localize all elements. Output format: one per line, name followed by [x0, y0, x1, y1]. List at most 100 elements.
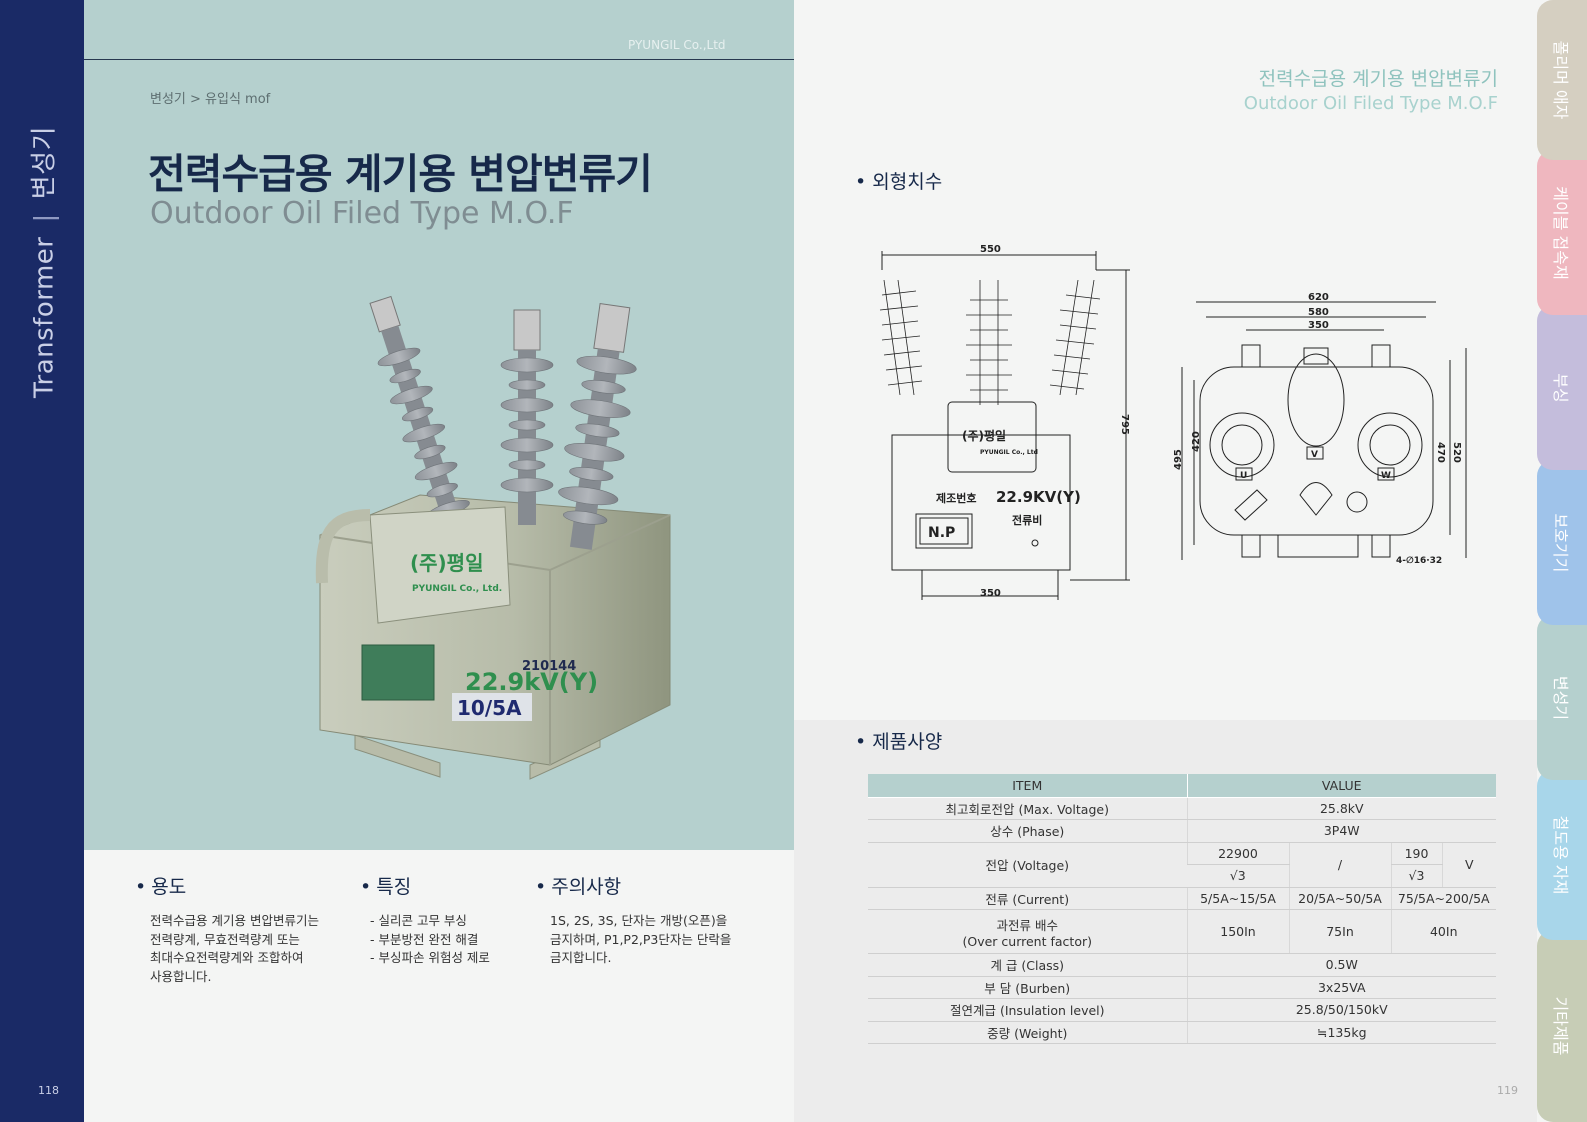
spec-voltage-unit: V: [1441, 842, 1496, 888]
spec-voltage-numerator2: 190: [1390, 842, 1442, 865]
bushing-left: [369, 295, 470, 550]
spec-header-value: VALUE: [1186, 774, 1496, 798]
dim-580: 580: [1308, 307, 1329, 318]
spec-value: 3P4W: [1186, 819, 1496, 843]
spec-item: 계 급 (Class): [868, 953, 1187, 977]
dim-620: 620: [1308, 292, 1329, 303]
spec-value: 75/5A~200/5A: [1390, 887, 1496, 910]
spec-value: 0.5W: [1186, 953, 1496, 977]
spec-item: 전압 (Voltage): [868, 842, 1187, 888]
spec-value: 25.8kV: [1186, 797, 1496, 820]
info-area: [84, 850, 794, 1122]
spine-title: Transformer | 변성기: [24, 126, 61, 398]
spec-item: 중량 (Weight): [868, 1021, 1187, 1044]
tab-railway[interactable]: 철도용 자재: [1537, 770, 1587, 940]
spine-title-en: Transformer: [29, 236, 60, 399]
front-view: 550 (주)평일 PYUNGIL Co., Ltd 제조번호 22.9KV(Y…: [879, 244, 1130, 600]
front-serial-label: 제조번호: [936, 491, 976, 505]
spec-header-item: ITEM: [868, 774, 1187, 798]
dim-470: 470: [1435, 442, 1446, 463]
features-heading: •특징: [360, 876, 412, 898]
top-u: U: [1240, 471, 1247, 481]
table-row: 부 담 (Burben) 3x25VA: [868, 976, 1496, 999]
page-title-en: Outdoor Oil Filed Type M.O.F: [150, 196, 574, 231]
spec-voltage-numerator: 22900: [1186, 842, 1289, 865]
breadcrumb: 변성기 > 유입식 mof: [150, 92, 271, 107]
spec-item: 전류 (Current): [868, 887, 1187, 910]
features-body: - 실리콘 고무 부싱 - 부분방전 완전 해결 - 부싱파손 위험성 제로: [370, 913, 490, 965]
product-ratio: 10/5A: [457, 696, 522, 720]
right-title-ko: 전력수급용 계기용 변압변류기: [1258, 68, 1498, 90]
right-page-top: [794, 0, 1537, 720]
dim-420: 420: [1191, 431, 1202, 452]
page-title-ko: 전력수급용 계기용 변압변류기: [148, 150, 653, 198]
dim-520: 520: [1451, 442, 1462, 463]
spec-value: 75In: [1288, 909, 1391, 954]
usage-heading: •용도: [135, 876, 187, 898]
spec-voltage-denominator2: √3: [1390, 864, 1442, 888]
dimension-drawing: 550 (주)평일 PYUNGIL Co., Ltd 제조번호 22.9KV(Y…: [879, 244, 1467, 600]
table-row: 상수 (Phase) 3P4W: [868, 819, 1496, 843]
dim-795: 795: [1119, 414, 1130, 435]
front-np: N.P: [928, 525, 955, 541]
tab-protection[interactable]: 보호기기: [1537, 460, 1587, 625]
spec-value: 40In: [1390, 909, 1496, 954]
tab-others[interactable]: 기타제품: [1537, 930, 1587, 1122]
tab-polymer-insulator[interactable]: 폴리머 애자: [1537, 0, 1587, 160]
top-w: W: [1381, 471, 1391, 481]
page-number-right: 119: [1497, 1084, 1518, 1097]
company-name: PYUNGIL Co.,Ltd: [628, 38, 726, 52]
dim-350: 350: [1308, 320, 1329, 331]
spec-voltage-denominator: √3: [1187, 864, 1289, 888]
front-plate-brand: (주)평일: [962, 429, 1006, 443]
tab-bushing[interactable]: 부싱: [1537, 305, 1587, 470]
product-company: PYUNGIL Co., Ltd.: [412, 584, 502, 594]
spec-value: ≒135kg: [1186, 1021, 1496, 1044]
table-row: 최고회로전압 (Max. Voltage) 25.8kV: [868, 797, 1496, 820]
spec-voltage-slash: /: [1288, 842, 1391, 888]
bushing-right: [558, 303, 637, 550]
page-number-left: 118: [38, 1084, 59, 1097]
dimensions-heading: • 외형치수: [855, 171, 943, 193]
table-row: 전압 (Voltage) 22900 / 190 V: [868, 842, 1496, 888]
left-spine: Transformer | 변성기 118: [0, 0, 84, 1122]
top-v: V: [1311, 450, 1318, 460]
spec-item: 최고회로전압 (Max. Voltage): [868, 797, 1187, 820]
spec-item: 부 담 (Burben): [868, 976, 1187, 999]
dim-495: 495: [1173, 449, 1184, 470]
spec-item: 상수 (Phase): [868, 819, 1187, 843]
spec-heading: • 제품사양: [855, 731, 943, 753]
product-brand: (주)평일: [410, 551, 483, 575]
spec-value: 150In: [1186, 909, 1289, 954]
usage-body: 전력수급용 계기용 변압변류기는 전력량계, 무효전력량계 또는 최대수요전력량…: [150, 913, 319, 984]
top-view: 620 580 350 U V W 495 420 470: [1173, 292, 1467, 566]
table-row: 과전류 배수(Over current factor) 150In 75In 4…: [868, 909, 1496, 954]
table-row: 중량 (Weight) ≒135kg: [868, 1021, 1496, 1044]
spine-separator: |: [29, 213, 60, 223]
spec-value: 3x25VA: [1186, 976, 1496, 999]
spec-value: 20/5A~50/5A: [1288, 887, 1391, 910]
spec-header-row: ITEM VALUE: [868, 774, 1496, 798]
spec-item: 절연계급 (Insulation level): [868, 998, 1187, 1022]
spec-item: 과전류 배수(Over current factor): [868, 909, 1187, 954]
spec-table: ITEM VALUE 최고회로전압 (Max. Voltage) 25.8kV …: [868, 774, 1496, 1044]
tab-transformer[interactable]: 변성기: [1537, 615, 1587, 780]
caution-heading: •주의사항: [535, 876, 622, 898]
bushing-middle: [500, 309, 554, 525]
right-title-en: Outdoor Oil Filed Type M.O.F: [1243, 93, 1498, 114]
product-image: (주)평일 PYUNGIL Co., Ltd. 210144 22.9kV(Y)…: [315, 295, 671, 780]
caution-body: 1S, 2S, 3S, 단자는 개방(오픈)을 금지하며, P1,P2,P3단자…: [550, 913, 732, 965]
front-plate-company: PYUNGIL Co., Ltd: [980, 449, 1038, 456]
header-rule: [84, 59, 794, 60]
table-row: 계 급 (Class) 0.5W: [868, 953, 1496, 977]
dim-base-350: 350: [980, 588, 1001, 599]
dim-holes: 4-∅16∙32: [1396, 556, 1442, 566]
tab-cable-accessory[interactable]: 케이블 접속재: [1537, 150, 1587, 315]
table-row: 절연계급 (Insulation level) 25.8/50/150kV: [868, 998, 1496, 1022]
spine-title-ko: 변성기: [29, 125, 60, 200]
dim-550: 550: [980, 244, 1001, 255]
product-serial: 210144: [522, 659, 576, 674]
spec-value: 25.8/50/150kV: [1186, 998, 1496, 1022]
product-voltage: 22.9kV(Y): [465, 668, 598, 696]
